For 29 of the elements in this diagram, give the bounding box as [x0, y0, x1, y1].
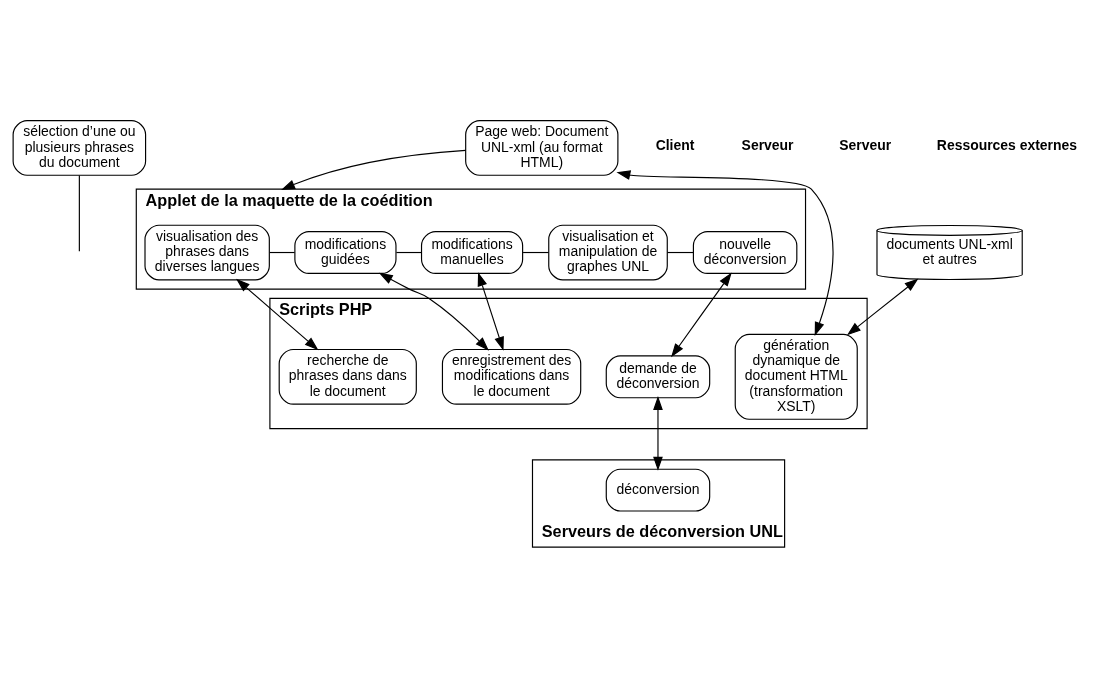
node-box: modifications manuelles: [420, 231, 524, 274]
label: Serveur: [741, 137, 794, 154]
node-box: enregistrement des modifications dans le document: [441, 348, 582, 405]
arrow: [616, 170, 834, 336]
node-box: modifications guidées: [294, 231, 397, 274]
connector: [78, 174, 80, 252]
label: Ressources externes: [936, 137, 1078, 154]
node-box: génération dynamique de document HTML (transformation XSLT): [734, 333, 858, 420]
connector: [666, 251, 694, 254]
arrow: [378, 272, 489, 351]
node-box: visualisation des phrases dans diverses langues: [144, 224, 270, 281]
arrow: [653, 396, 663, 471]
connector: [269, 251, 296, 254]
node-box: Page web: Document UNL-xml (au format HTML): [465, 120, 619, 176]
arrow: [671, 272, 732, 358]
node-box: recherche de phrases dans dans le document: [278, 348, 417, 405]
arrow: [477, 272, 504, 351]
connector: [522, 251, 550, 254]
node-box: visualisation et manipulation de graphes UNL: [548, 224, 668, 281]
node-box: demande de déconversion: [605, 355, 711, 399]
arrow: [846, 278, 919, 336]
arrow: [281, 149, 467, 190]
connector: [395, 251, 423, 254]
label: Serveur: [839, 137, 892, 154]
label: Client: [655, 137, 695, 154]
arrow: [236, 278, 319, 351]
node-box: déconversion: [605, 468, 711, 512]
node-box: nouvelle déconversion: [692, 231, 798, 274]
node-box: sélection d’une ou plusieurs phrases du document: [12, 120, 147, 176]
